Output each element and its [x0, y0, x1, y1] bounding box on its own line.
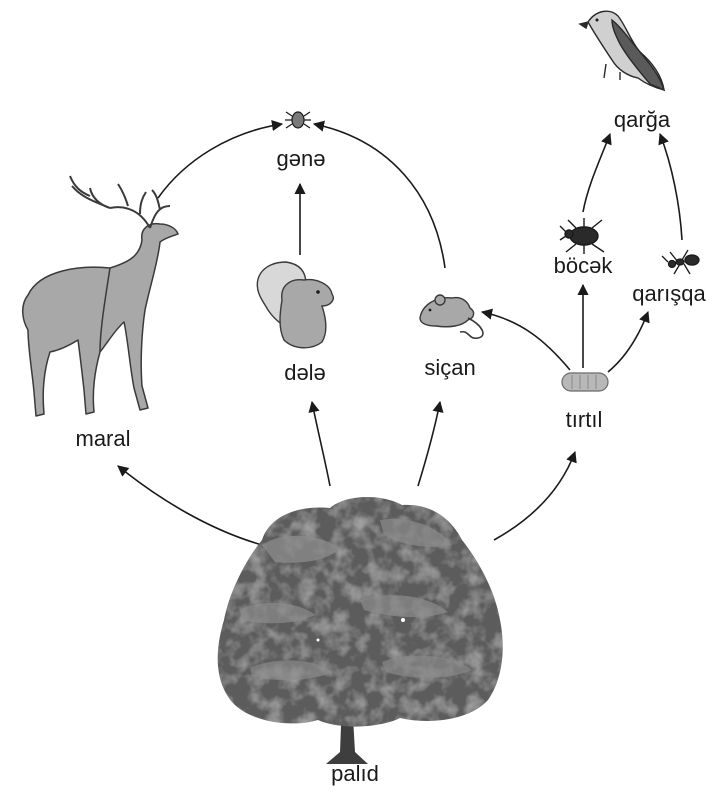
arrow-caterpillar-to-mouse	[480, 308, 571, 371]
arrow-caterpillar-to-ant	[607, 310, 650, 373]
squirrel-image	[256, 261, 334, 349]
label-oak: palıd	[331, 761, 379, 786]
arrow-beetle-to-crow	[582, 132, 612, 213]
arrow-mouse-to-tick	[312, 120, 446, 269]
arrow-oak-to-caterpillar	[493, 450, 577, 541]
label-deer: maral	[75, 426, 131, 451]
arrow-deer-to-tick	[157, 120, 284, 199]
arrow-oak-to-squirrel	[308, 400, 331, 487]
label-squirrel: dələ	[284, 360, 326, 385]
oak-tree-image	[217, 497, 503, 764]
caterpillar-image	[561, 372, 609, 392]
deer-image	[22, 175, 179, 417]
mouse-image	[419, 294, 484, 340]
label-mouse: siçan	[424, 355, 476, 380]
arrow-oak-to-mouse	[417, 400, 444, 487]
crow-image	[578, 10, 666, 92]
ant-image	[661, 249, 700, 275]
arrow-oak-to-deer	[117, 465, 263, 546]
label-tick: gənə	[276, 146, 326, 171]
label-crow: qarğa	[613, 107, 671, 132]
label-caterpillar: tırtıl	[565, 407, 603, 432]
label-beetle: böcək	[553, 253, 613, 278]
beetle-image	[559, 218, 605, 254]
tick-image	[285, 111, 311, 129]
arrows	[117, 120, 683, 546]
label-ant: qarışqa	[632, 281, 706, 306]
arrow-ant-to-crow	[658, 132, 683, 241]
